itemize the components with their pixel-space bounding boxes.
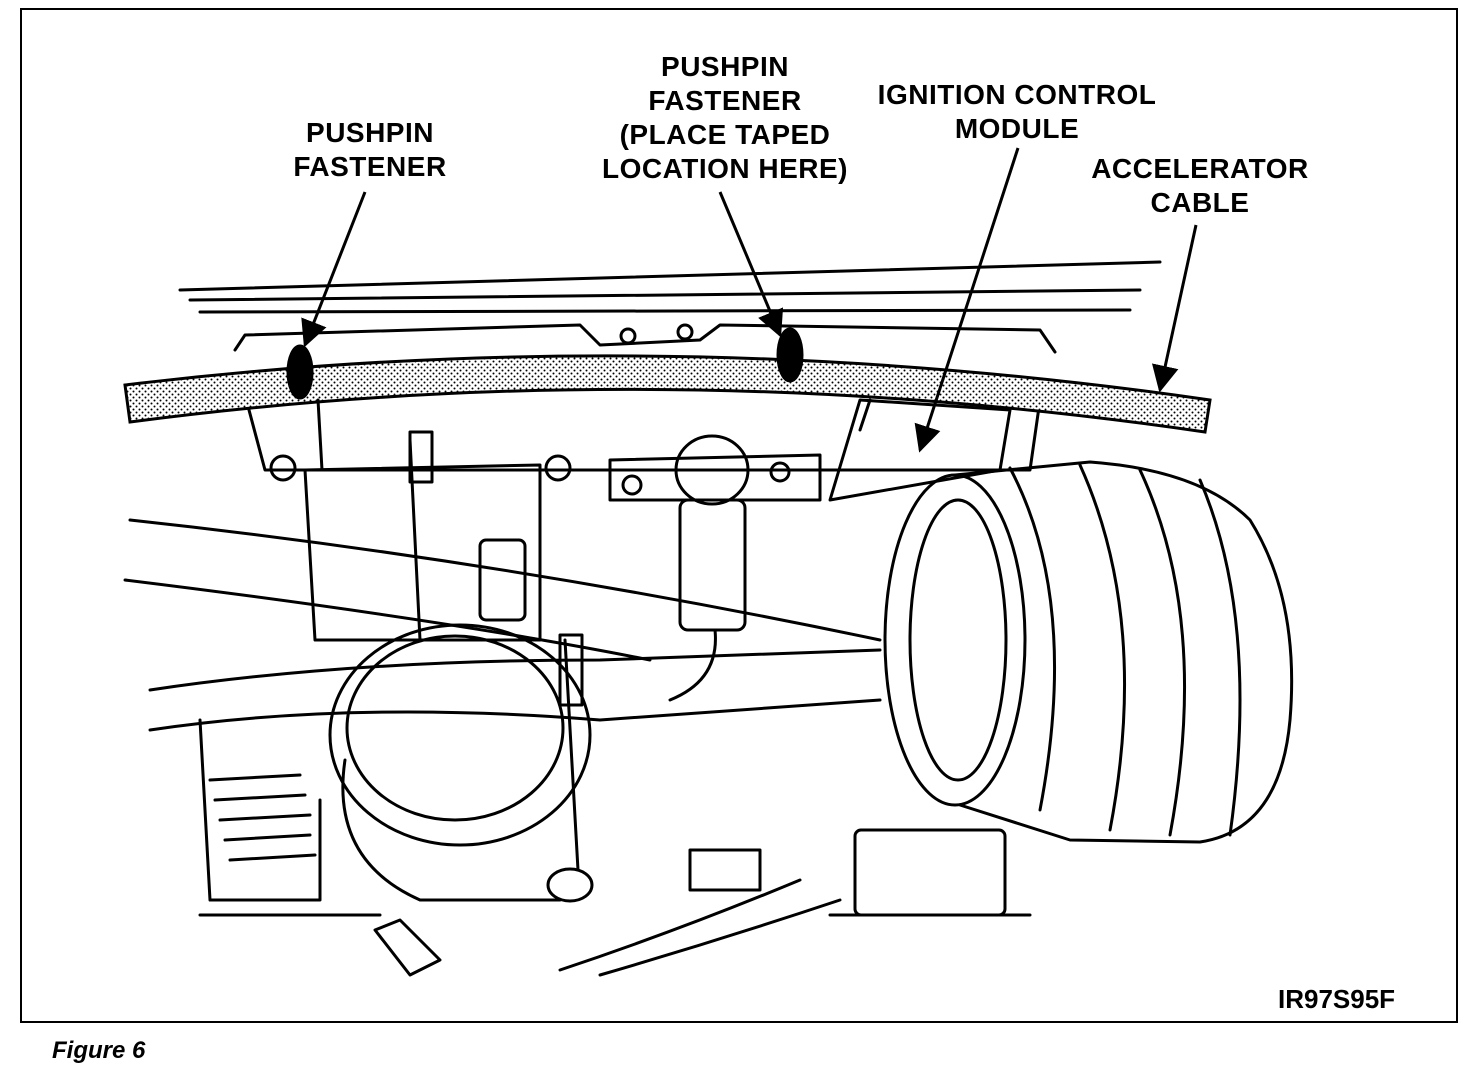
- stud-throttle-nut: [546, 867, 594, 903]
- duct-rib-1: [1008, 466, 1057, 812]
- stud-throttle: [563, 638, 580, 872]
- throttle-linkage: [373, 918, 442, 977]
- callout-pushpin-left: PUSHPIN FASTENER: [280, 116, 460, 184]
- fastener-stem: [316, 398, 324, 472]
- callout-accelerator-cable: ACCELERATOR CABLE: [1075, 152, 1325, 220]
- callout-line: MODULE: [954, 113, 1080, 144]
- figure-code: IR97S95F: [1278, 984, 1396, 1014]
- engine-left-block: [198, 718, 322, 902]
- lower-hose-2: [598, 898, 842, 977]
- sensor-wire: [668, 628, 717, 702]
- intake-duct-body: [953, 460, 1294, 844]
- stud-left: [408, 438, 422, 642]
- callout-pushpin-center: PUSHPIN FASTENER (PLACE TAPED LOCATION H…: [580, 50, 870, 186]
- callout-ignition-module: IGNITION CONTROL MODULE: [862, 78, 1172, 146]
- stud-left-thread: [408, 430, 434, 484]
- sensor-cap: [674, 434, 750, 506]
- duct-rib-3: [1138, 468, 1187, 837]
- callout-line: IGNITION CONTROL: [877, 79, 1157, 110]
- hood-line-middle: [188, 288, 1142, 302]
- duct-rib-2: [1078, 463, 1127, 832]
- sensor-bracket: [608, 453, 822, 502]
- throttle-body-bore: [345, 634, 565, 822]
- hose-lower: [148, 698, 882, 732]
- pushpin-fastener-center: [776, 327, 804, 383]
- canister: [853, 828, 1007, 917]
- clip-dot-2: [676, 323, 694, 341]
- module-edge: [858, 398, 872, 432]
- clip-dot-1: [619, 327, 637, 345]
- engine-left-ribs: [208, 773, 317, 862]
- duct-rib-4: [1198, 478, 1242, 837]
- connector: [478, 538, 527, 622]
- throttle-body-housing: [341, 758, 562, 902]
- lower-hose-1: [558, 878, 802, 972]
- callout-line: ACCELERATOR: [1091, 153, 1309, 184]
- hose-upper: [148, 648, 882, 692]
- callout-line: PUSHPIN: [306, 117, 434, 148]
- stud-throttle-thread: [558, 633, 584, 707]
- accelerator-cable: [123, 354, 1212, 434]
- sensor-mount-left: [621, 474, 643, 496]
- throttle-body-outer: [328, 623, 592, 847]
- callout-line: CABLE: [1150, 187, 1250, 218]
- figure-frame: [20, 8, 1458, 1023]
- intake-duct-inner: [908, 498, 1008, 782]
- callout-line: LOCATION HERE): [601, 153, 849, 184]
- pushpin-fastener-left: [286, 344, 314, 400]
- leader-pushpin-left: [301, 191, 367, 348]
- bracket-lower: [688, 848, 762, 892]
- fender-line-1: [128, 518, 882, 642]
- callout-line: (PLACE TAPED: [619, 119, 831, 150]
- leader-pushpin-center: [718, 191, 784, 338]
- mount-hole-left: [269, 454, 297, 482]
- cowl-bottom: [243, 393, 1042, 472]
- callout-line: FASTENER: [293, 151, 447, 182]
- intake-duct-face: [883, 473, 1027, 807]
- leader-accelerator-cable: [1151, 224, 1198, 393]
- component-box: [303, 463, 542, 642]
- figure-caption: Figure 6: [52, 1037, 146, 1064]
- cowl-top: [233, 323, 1057, 354]
- hood-line-upper: [178, 260, 1162, 292]
- callout-line: FASTENER: [648, 85, 802, 116]
- sensor-mount-right: [769, 461, 791, 483]
- callout-line: PUSHPIN: [661, 51, 789, 82]
- leader-ignition-module: [914, 147, 1020, 453]
- mount-hole-center: [544, 454, 572, 482]
- fender-line-2: [123, 578, 652, 662]
- hood-line-lower: [198, 308, 1132, 314]
